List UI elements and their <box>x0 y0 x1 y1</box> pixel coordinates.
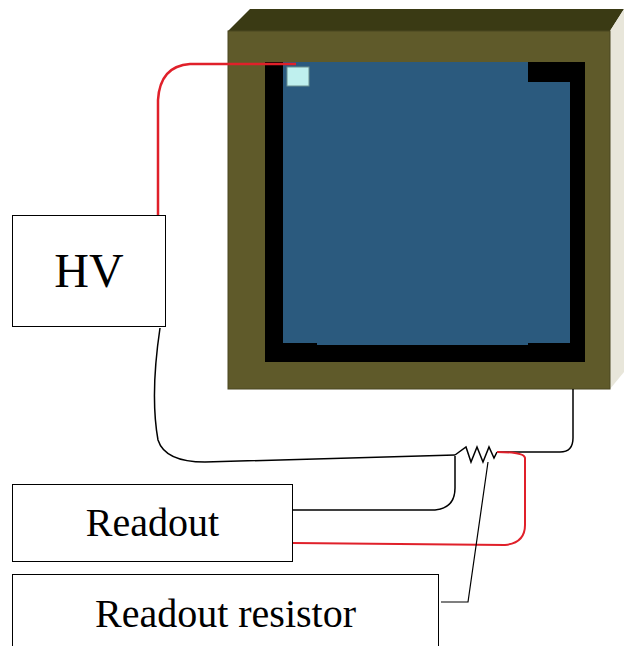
detector-active-area <box>283 62 570 345</box>
corner-block <box>283 343 317 362</box>
label-box: Readout resistor <box>12 574 439 646</box>
box-label: Readout <box>86 501 219 545</box>
readout-wire <box>293 456 455 510</box>
hv-wire <box>158 64 296 215</box>
box-label: HV <box>54 245 123 298</box>
leader-line <box>441 462 488 602</box>
contact-pad <box>287 67 309 86</box>
corner-block <box>528 343 570 362</box>
hv-return-wire <box>154 328 455 462</box>
label-box: Readout <box>12 484 293 562</box>
box-label: Readout resistor <box>95 592 356 636</box>
detector-side-face <box>610 9 624 389</box>
corner-block <box>528 62 570 82</box>
readout-signal-wire <box>293 452 525 545</box>
detector-black-border <box>265 62 585 362</box>
label-box: HV <box>12 215 166 327</box>
detector-frame <box>228 31 610 389</box>
resistor-symbol <box>455 447 497 462</box>
detector-top-face <box>228 9 624 31</box>
detector-ground-wire <box>497 389 573 452</box>
